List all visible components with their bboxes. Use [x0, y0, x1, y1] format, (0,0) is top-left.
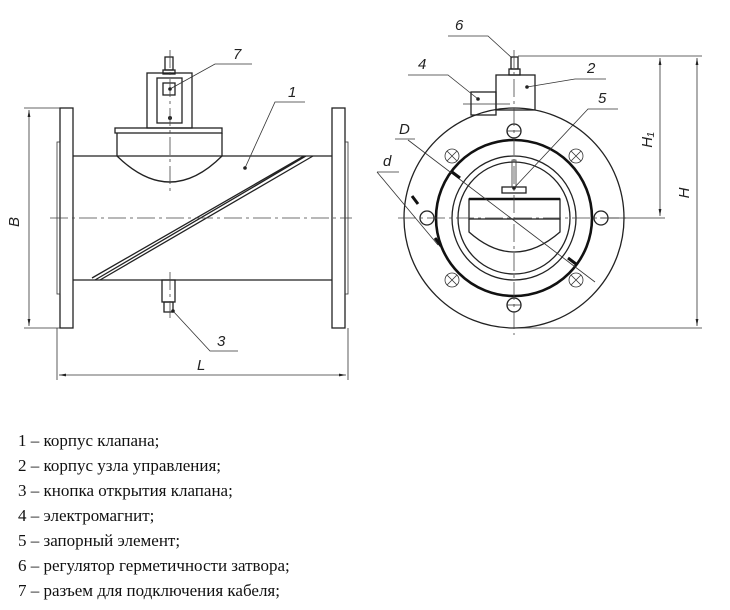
legend-item: 1 – корпус клапана;: [18, 431, 160, 450]
shutoff-element: [468, 219, 561, 253]
cable-connector: [162, 82, 176, 96]
legend-item: 2 – корпус узла управления;: [18, 456, 221, 475]
dimension-d: [376, 171, 439, 246]
dimension-D: [407, 139, 596, 283]
valve-drawing: B L 7 1 3: [6, 17, 702, 380]
side-view: B L 7 1 3: [6, 46, 352, 380]
electromagnet: [470, 91, 497, 116]
label-1: 1: [288, 84, 296, 101]
legend-item: 3 – кнопка открытия клапана;: [18, 481, 233, 500]
actuator-box: [146, 72, 193, 129]
label-D: D: [399, 121, 410, 138]
parts-legend: 1 – корпус клапана; 2 – корпус узла упра…: [18, 428, 290, 603]
label-H: H: [676, 187, 693, 198]
label-4: 4: [418, 56, 426, 73]
bonnet: [116, 133, 223, 183]
legend-item: 4 – электромагнит;: [18, 506, 155, 525]
legend-item: 7 – разъем для подключения кабеля;: [18, 581, 280, 600]
front-view: H₁ H 6 4 2 5 D d: [376, 17, 702, 335]
label-5: 5: [598, 90, 607, 107]
label-7: 7: [233, 46, 242, 63]
label-H1: H₁: [639, 132, 656, 148]
control-housing: [495, 74, 536, 111]
open-button: [161, 279, 176, 303]
legend-item: 5 – запорный элемент;: [18, 531, 181, 550]
label-3: 3: [217, 333, 226, 350]
bolt-holes: [419, 123, 609, 313]
label-d: d: [383, 153, 392, 170]
legend-item: 6 – регулятор герметичности затвора;: [18, 556, 290, 575]
label-B: B: [6, 217, 23, 227]
label-6: 6: [455, 17, 464, 34]
label-L: L: [197, 357, 205, 374]
label-2: 2: [586, 60, 596, 77]
tightness-regulator: [510, 56, 519, 70]
